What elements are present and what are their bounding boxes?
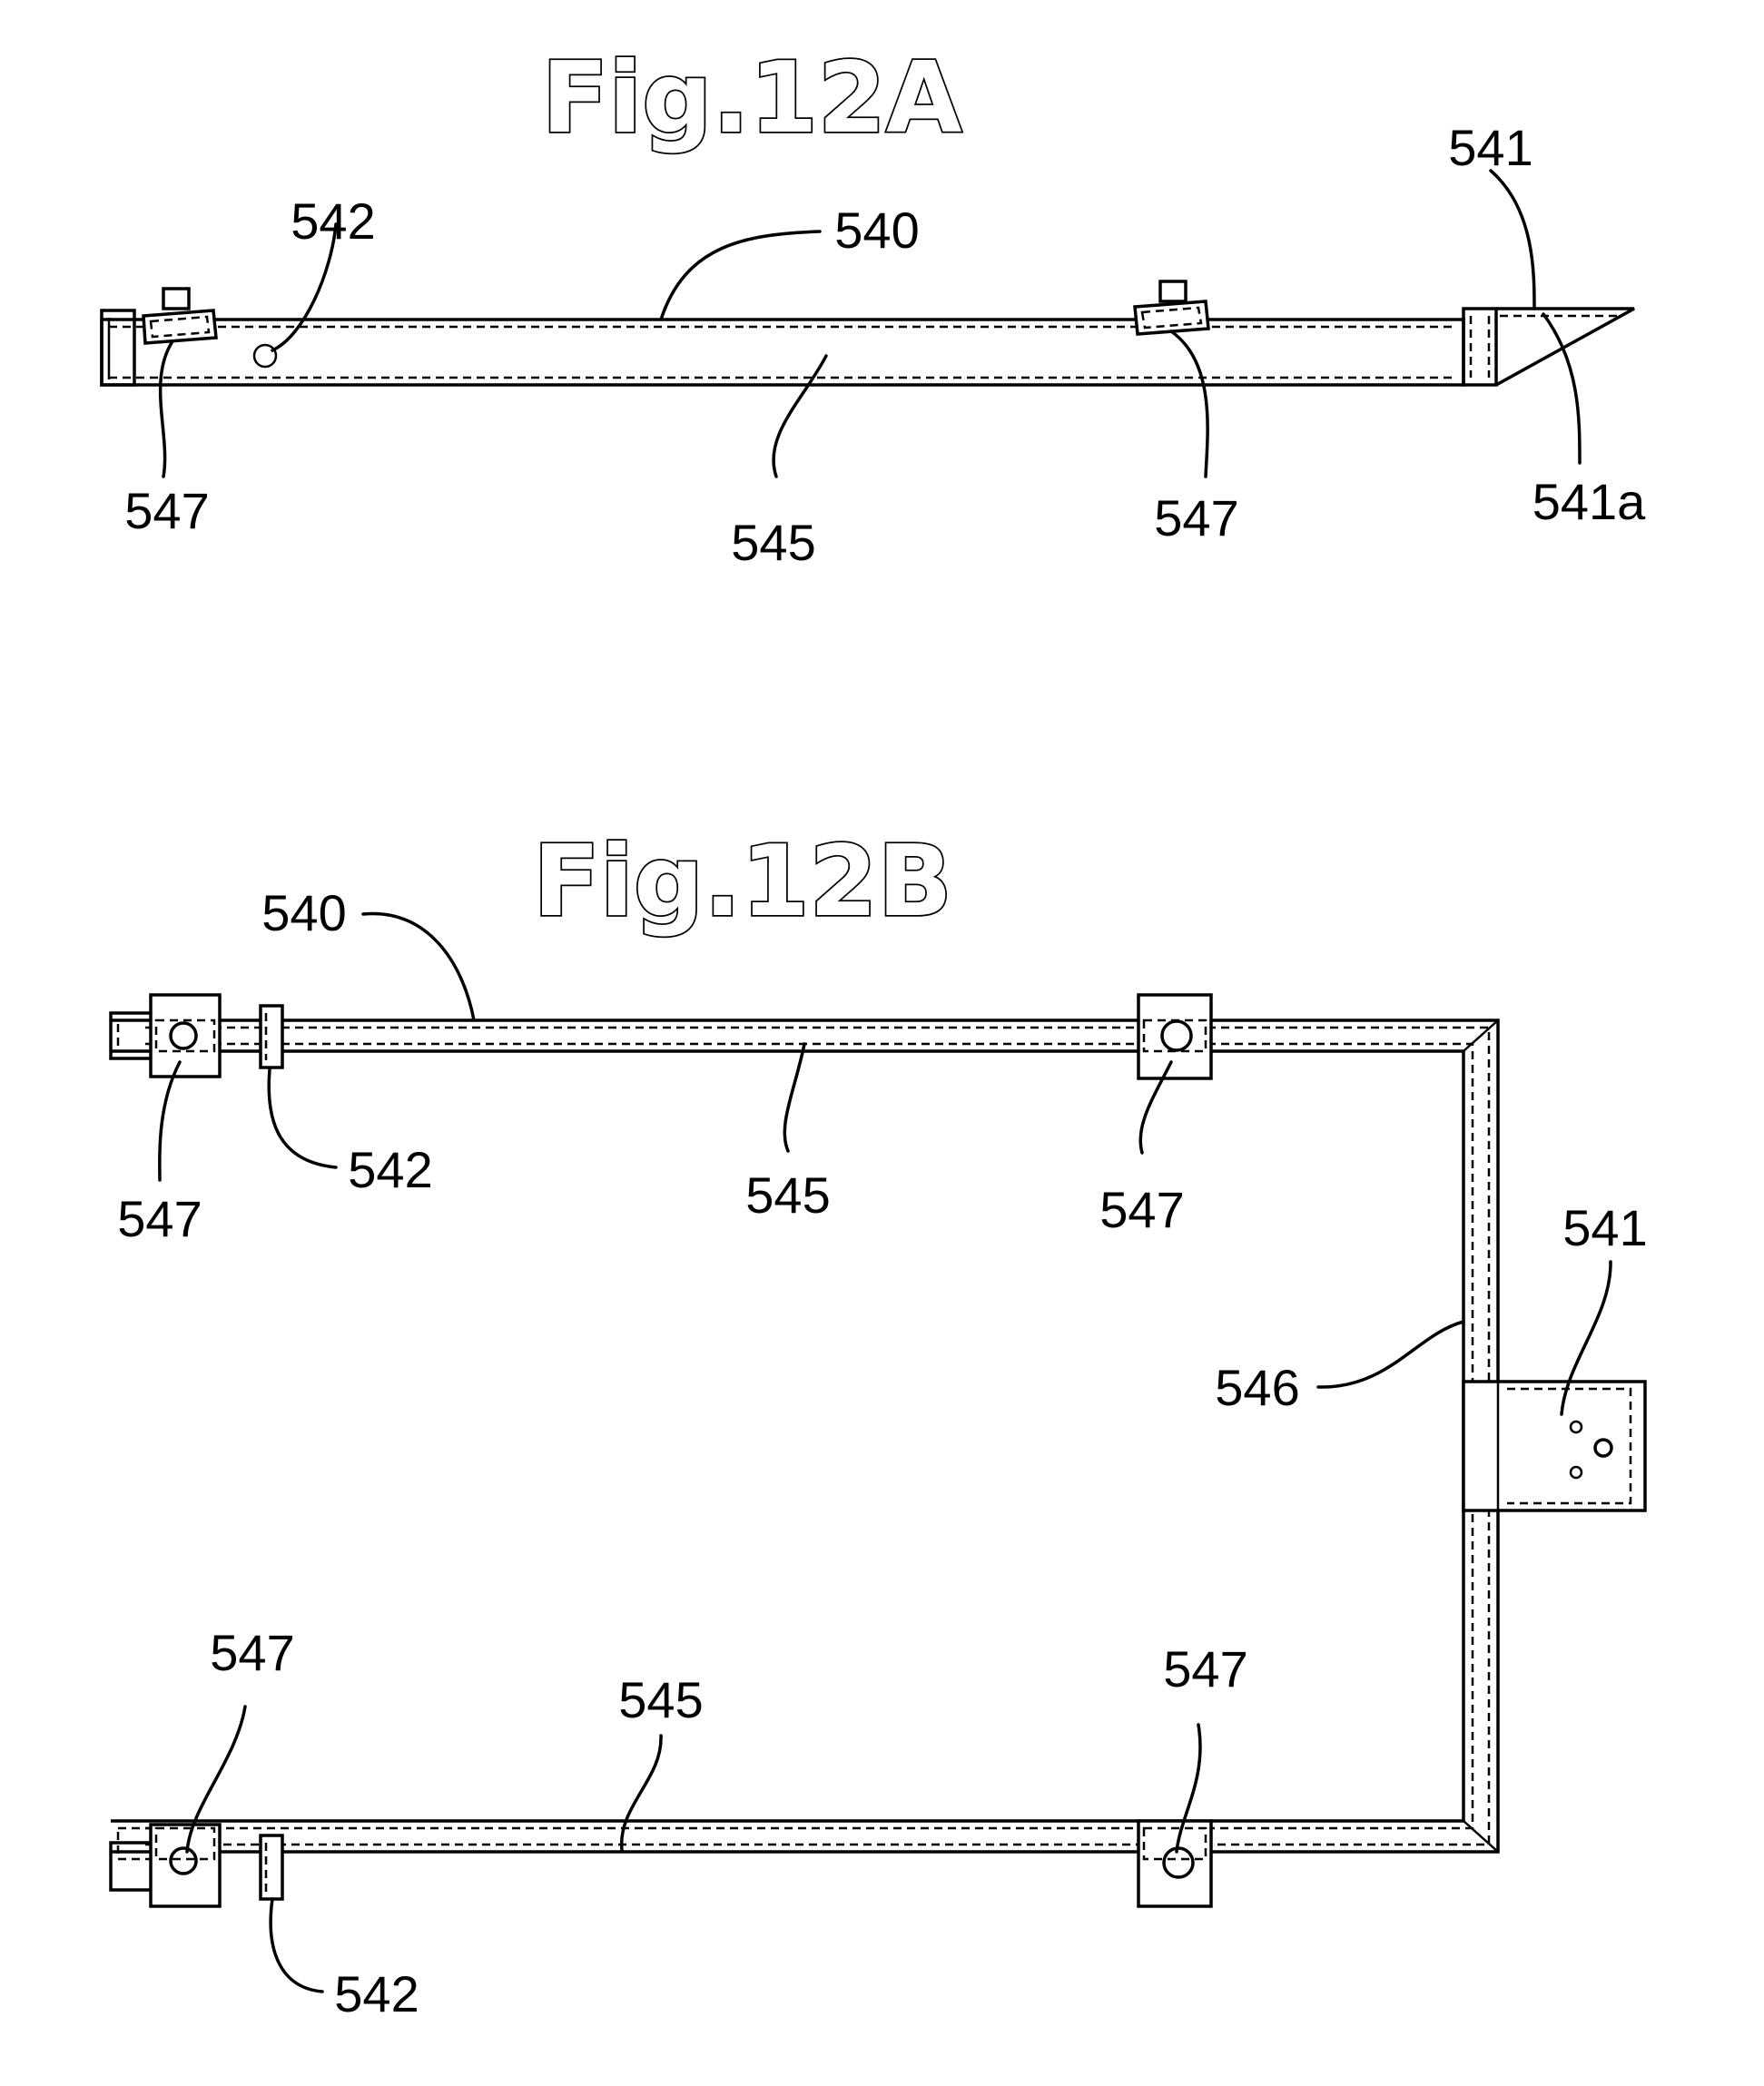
leader-541 <box>1491 171 1534 309</box>
label-547-right: 547 <box>1154 489 1238 546</box>
label-545-bottom: 545 <box>618 1671 703 1728</box>
label-541a: 541a <box>1532 473 1646 530</box>
top-left-end <box>111 995 282 1077</box>
end-plug-hidden <box>118 1020 154 1051</box>
label-547-top-right: 547 <box>1099 1181 1184 1238</box>
label-547-top-left: 547 <box>117 1190 202 1247</box>
figure-12b: Fig.12B <box>111 825 1648 2022</box>
clamp-knob <box>163 289 189 309</box>
figure-12a: Fig.12A <box>102 42 1646 571</box>
bottom-left-end <box>111 1825 282 1906</box>
label-545-top: 545 <box>745 1166 830 1224</box>
clamp-547-bottom-right <box>1138 1821 1211 1906</box>
clamp-knob <box>1160 281 1186 301</box>
leader-540 <box>363 913 474 1020</box>
label-541: 541 <box>1562 1199 1647 1256</box>
label-542-bottom: 542 <box>334 1965 419 2022</box>
fig-12b-leaders <box>160 913 1611 1992</box>
leader-545 <box>774 356 826 477</box>
pin-542-bottom <box>261 1835 282 1899</box>
leader-545-bottom <box>622 1736 661 1850</box>
label-541: 541 <box>1448 119 1532 176</box>
leader-542-top <box>269 1069 336 1167</box>
pin-542-top <box>261 1006 282 1068</box>
clamp-block <box>1135 301 1208 334</box>
frame-hidden-inner <box>145 1044 1473 1828</box>
frame-outer-edge <box>111 1020 1498 1852</box>
clamp-block <box>143 310 216 343</box>
label-547-bottom-left: 547 <box>210 1624 294 1681</box>
label-540: 540 <box>834 202 919 259</box>
frame-mitre-top <box>1463 1020 1498 1051</box>
leader-542-bottom <box>271 1899 322 1992</box>
leader-545-top <box>784 1044 804 1151</box>
top-right-clamp <box>1138 995 1211 1078</box>
leader-547-right <box>1171 331 1207 477</box>
clamp-547-right <box>1135 281 1208 334</box>
label-547-bottom-right: 547 <box>1163 1640 1247 1697</box>
label-540: 540 <box>261 884 346 941</box>
clamp-547-top-left <box>151 995 220 1077</box>
frame-hidden-outer <box>145 1028 1489 1845</box>
fig-12a-title: Fig.12A <box>541 42 961 155</box>
leader-547-top-left <box>160 1062 180 1180</box>
bar-540-side-view <box>102 310 1463 385</box>
hole-542 <box>254 345 276 367</box>
wedge-collar <box>1463 309 1496 385</box>
bar-body <box>102 320 1463 385</box>
plate-body <box>1463 1382 1645 1510</box>
clamp-547-top-right <box>1138 995 1211 1078</box>
clamp-547-bottom-left <box>151 1825 220 1906</box>
label-547-left: 547 <box>124 482 209 539</box>
left-end-cap <box>102 310 134 385</box>
bottom-right-clamp <box>1138 1821 1211 1906</box>
plate-541 <box>1463 1382 1645 1510</box>
leader-540 <box>661 231 820 320</box>
fig-12b-title: Fig.12B <box>533 825 952 939</box>
leader-546 <box>1318 1322 1463 1387</box>
label-542: 542 <box>291 192 375 250</box>
leader-547-left <box>161 341 172 477</box>
leader-541a <box>1543 314 1580 463</box>
frame-mitre-bottom <box>1463 1821 1498 1852</box>
label-542-top: 542 <box>348 1141 432 1198</box>
label-546: 546 <box>1215 1359 1299 1416</box>
u-frame-540 <box>111 1020 1498 1852</box>
wedge-tip <box>1496 309 1634 385</box>
label-545: 545 <box>731 514 815 571</box>
clamp-547-left <box>143 289 216 343</box>
